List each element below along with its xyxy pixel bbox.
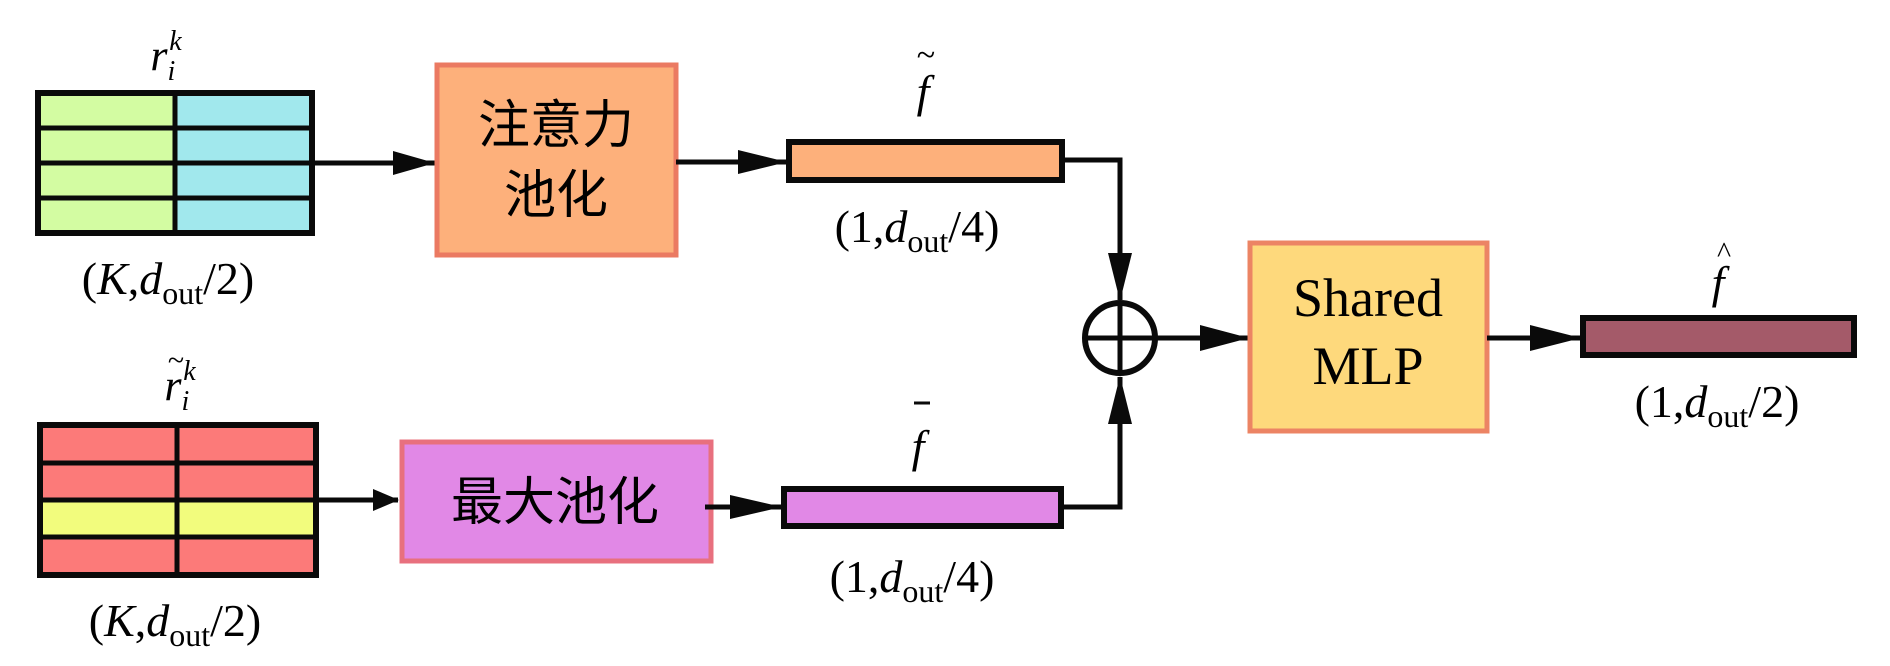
- input-table-bottom: [37, 422, 319, 578]
- input-bottom-shape-label: (K,dout/2): [89, 595, 262, 653]
- maxpool-feature-shape-label: (1,dout/4): [830, 551, 995, 609]
- shared-mlp-block[interactable]: Shared MLP: [1247, 240, 1490, 434]
- sum-operator-icon: [1082, 300, 1158, 376]
- arrowhead-icon: [1200, 325, 1249, 351]
- arrowhead-icon: [730, 495, 782, 519]
- input-bottom-accent: ~: [168, 344, 184, 377]
- attention-feature-shape-label: (1,dout/4): [835, 201, 1000, 259]
- maxpool-feature-bar: [781, 486, 1064, 529]
- attention-feature-accent: ~: [917, 37, 935, 74]
- arrowhead-icon: [373, 489, 399, 511]
- max-pooling-label: 最大池化: [451, 475, 659, 532]
- arrowhead-icon: [393, 151, 435, 175]
- arrowhead-icon: [1108, 376, 1132, 424]
- output-feature-accent: ^: [1717, 236, 1731, 269]
- connector-attention-to-sum: [1062, 157, 1123, 300]
- input-bottom-symbol: rik: [164, 356, 196, 417]
- arrowhead-icon: [1108, 253, 1132, 301]
- attention-feature-bar: [786, 139, 1065, 183]
- shared-mlp-label-line1: Shared: [1293, 268, 1443, 328]
- connector-maxpool-to-sum: [1061, 377, 1123, 510]
- input-table-top: [35, 90, 315, 236]
- input-top-symbol: rik: [150, 26, 182, 87]
- attention-pooling-block[interactable]: 注意力 池化: [434, 62, 679, 258]
- output-feature-shape-label: (1,dout/2): [1635, 376, 1800, 434]
- output-feature-bar: [1580, 315, 1857, 358]
- shared-mlp-label-line2: MLP: [1312, 336, 1423, 396]
- maxpool-feature-symbol: f: [912, 421, 931, 472]
- attention-pooling-label-line2: 池化: [504, 168, 608, 225]
- input-top-shape-label: (K,dout/2): [82, 253, 255, 311]
- arrowhead-icon: [1530, 325, 1581, 351]
- max-pooling-block[interactable]: 最大池化: [399, 439, 714, 564]
- attention-pooling-label-line1: 注意力: [478, 98, 634, 155]
- arrowhead-icon: [738, 150, 787, 174]
